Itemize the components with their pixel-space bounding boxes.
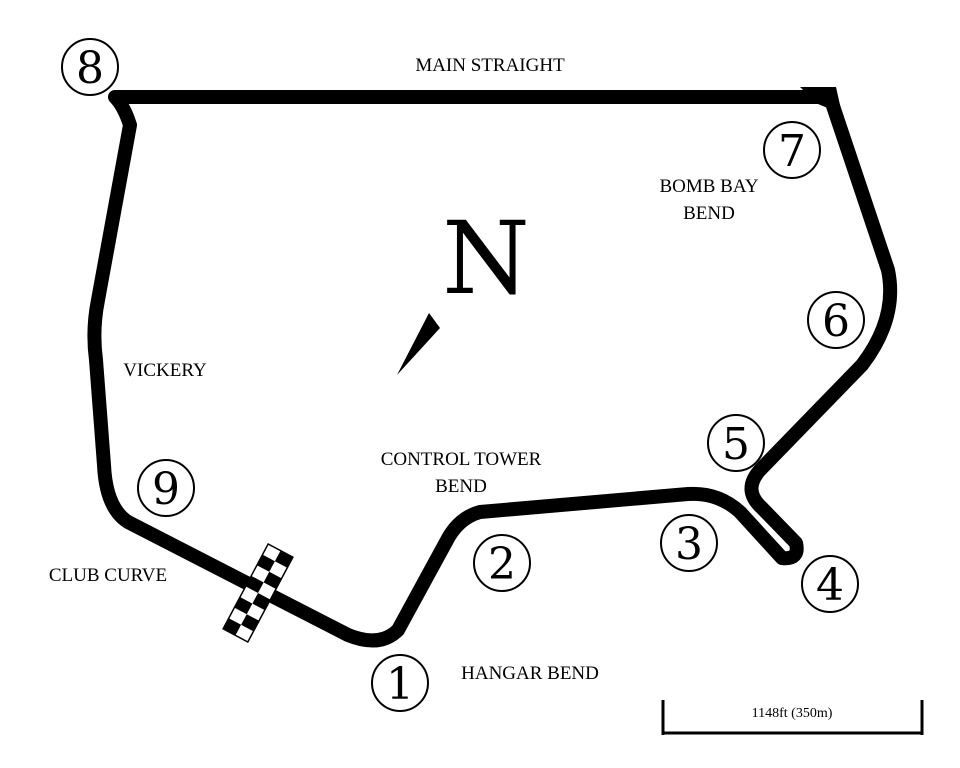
track-outline xyxy=(87,90,898,648)
label-control-tower-line1: CONTROL TOWER xyxy=(381,449,542,470)
label-hangar-bend: HANGAR BEND xyxy=(461,663,599,684)
corner-number-2: 2 xyxy=(488,539,516,590)
corner-marker-5: 5 xyxy=(707,414,765,472)
corner-marker-7: 7 xyxy=(763,121,821,179)
label-club-curve: CLUB CURVE xyxy=(49,565,167,586)
corner-number-9: 9 xyxy=(152,464,180,515)
corner-marker-3: 3 xyxy=(660,514,718,572)
corner-number-8: 8 xyxy=(76,43,104,94)
corner-number-5: 5 xyxy=(722,419,750,470)
checkered-flag-icon xyxy=(222,543,294,643)
label-bomb-bay-line2: BEND xyxy=(683,203,735,224)
scale-bar: 1148ft (350m) xyxy=(661,700,924,735)
corner-marker-1: 1 xyxy=(371,654,429,712)
corner-marker-8: 8 xyxy=(61,38,119,96)
corner-number-7: 7 xyxy=(778,126,806,177)
corner-number-4: 4 xyxy=(816,560,844,611)
label-main-straight: MAIN STRAIGHT xyxy=(415,55,565,76)
north-label: N xyxy=(442,200,530,317)
track-corner-wedge xyxy=(800,87,842,114)
label-bomb-bay-line1: BOMB BAY xyxy=(659,176,758,197)
scale-bar-label: 1148ft (350m) xyxy=(752,706,833,721)
corner-number-6: 6 xyxy=(822,296,850,347)
corner-marker-2: 2 xyxy=(473,534,531,592)
corner-marker-4: 4 xyxy=(801,555,859,613)
corner-number-1: 1 xyxy=(386,659,414,710)
corner-marker-6: 6 xyxy=(807,291,865,349)
label-control-tower-line2: BEND xyxy=(435,476,487,497)
label-vickery: VICKERY xyxy=(123,360,207,381)
corner-number-3: 3 xyxy=(675,519,703,570)
north-arrow-icon xyxy=(397,313,440,375)
corner-marker-9: 9 xyxy=(137,459,195,517)
